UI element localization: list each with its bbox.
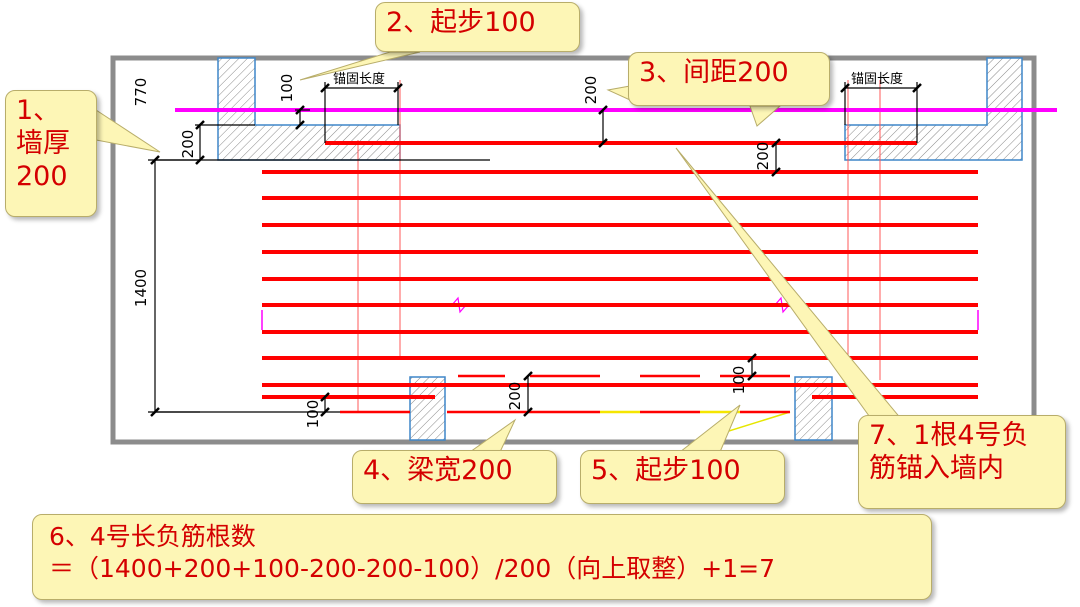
dim-right-200: 200 — [754, 142, 772, 171]
dim-spacing-200: 200 — [582, 76, 600, 105]
beam-bottom-right — [794, 376, 833, 441]
callout-wall-thickness: 1、 墙厚 200 — [5, 90, 97, 217]
callout-bar-count-formula: ＝（1400+200+100-200-200-100）/200（向上取整）+1=… — [49, 554, 776, 583]
wall-top-right — [844, 57, 1023, 161]
callout-start-top: 2、起步100 — [375, 2, 580, 52]
beam-bottom-left — [409, 376, 446, 441]
callout-anchor-bar: 7、1根4号负 筋锚入墙内 — [858, 415, 1066, 509]
callout-beam-width: 4、梁宽200 — [352, 450, 557, 504]
pointer-c3b — [749, 105, 782, 127]
dim-770: 770 — [132, 78, 150, 107]
dim-start-100-bottom: 100 — [730, 366, 748, 395]
callout-bar-count: 6、4号长负筋根数 ＝（1400+200+100-200-200-100）/20… — [32, 514, 932, 600]
dim-wall-200: 200 — [179, 130, 197, 159]
callout-spacing: 3、间距200 — [628, 52, 830, 106]
callout-anchor-bar-line2: 筋锚入墙内 — [869, 452, 1004, 484]
dim-bottom-100-left: 100 — [304, 400, 322, 429]
pointer-c2 — [299, 51, 421, 81]
rebars — [262, 141, 978, 399]
anchor-label-left: 锚固长度 — [333, 71, 385, 87]
callout-start-bottom: 5、起步100 — [580, 450, 785, 504]
dim-start-100-top: 100 — [278, 74, 296, 103]
callout-wall-thickness-value: 200 — [16, 160, 68, 192]
callout-bar-count-title: 6、4号长负筋根数 — [49, 522, 256, 551]
anchor-label-right: 锚固长度 — [851, 71, 903, 87]
dimension-ticks — [150, 83, 922, 417]
dim-span-1400: 1400 — [132, 269, 150, 307]
bottom-short-bars — [340, 374, 790, 414]
callout-wall-thickness-label: 墙厚 — [16, 127, 70, 159]
dim-beam-200: 200 — [506, 382, 524, 411]
callout-anchor-bar-line1: 7、1根4号负 — [869, 420, 1029, 451]
callout-wall-thickness-num: 1、 — [16, 95, 61, 126]
